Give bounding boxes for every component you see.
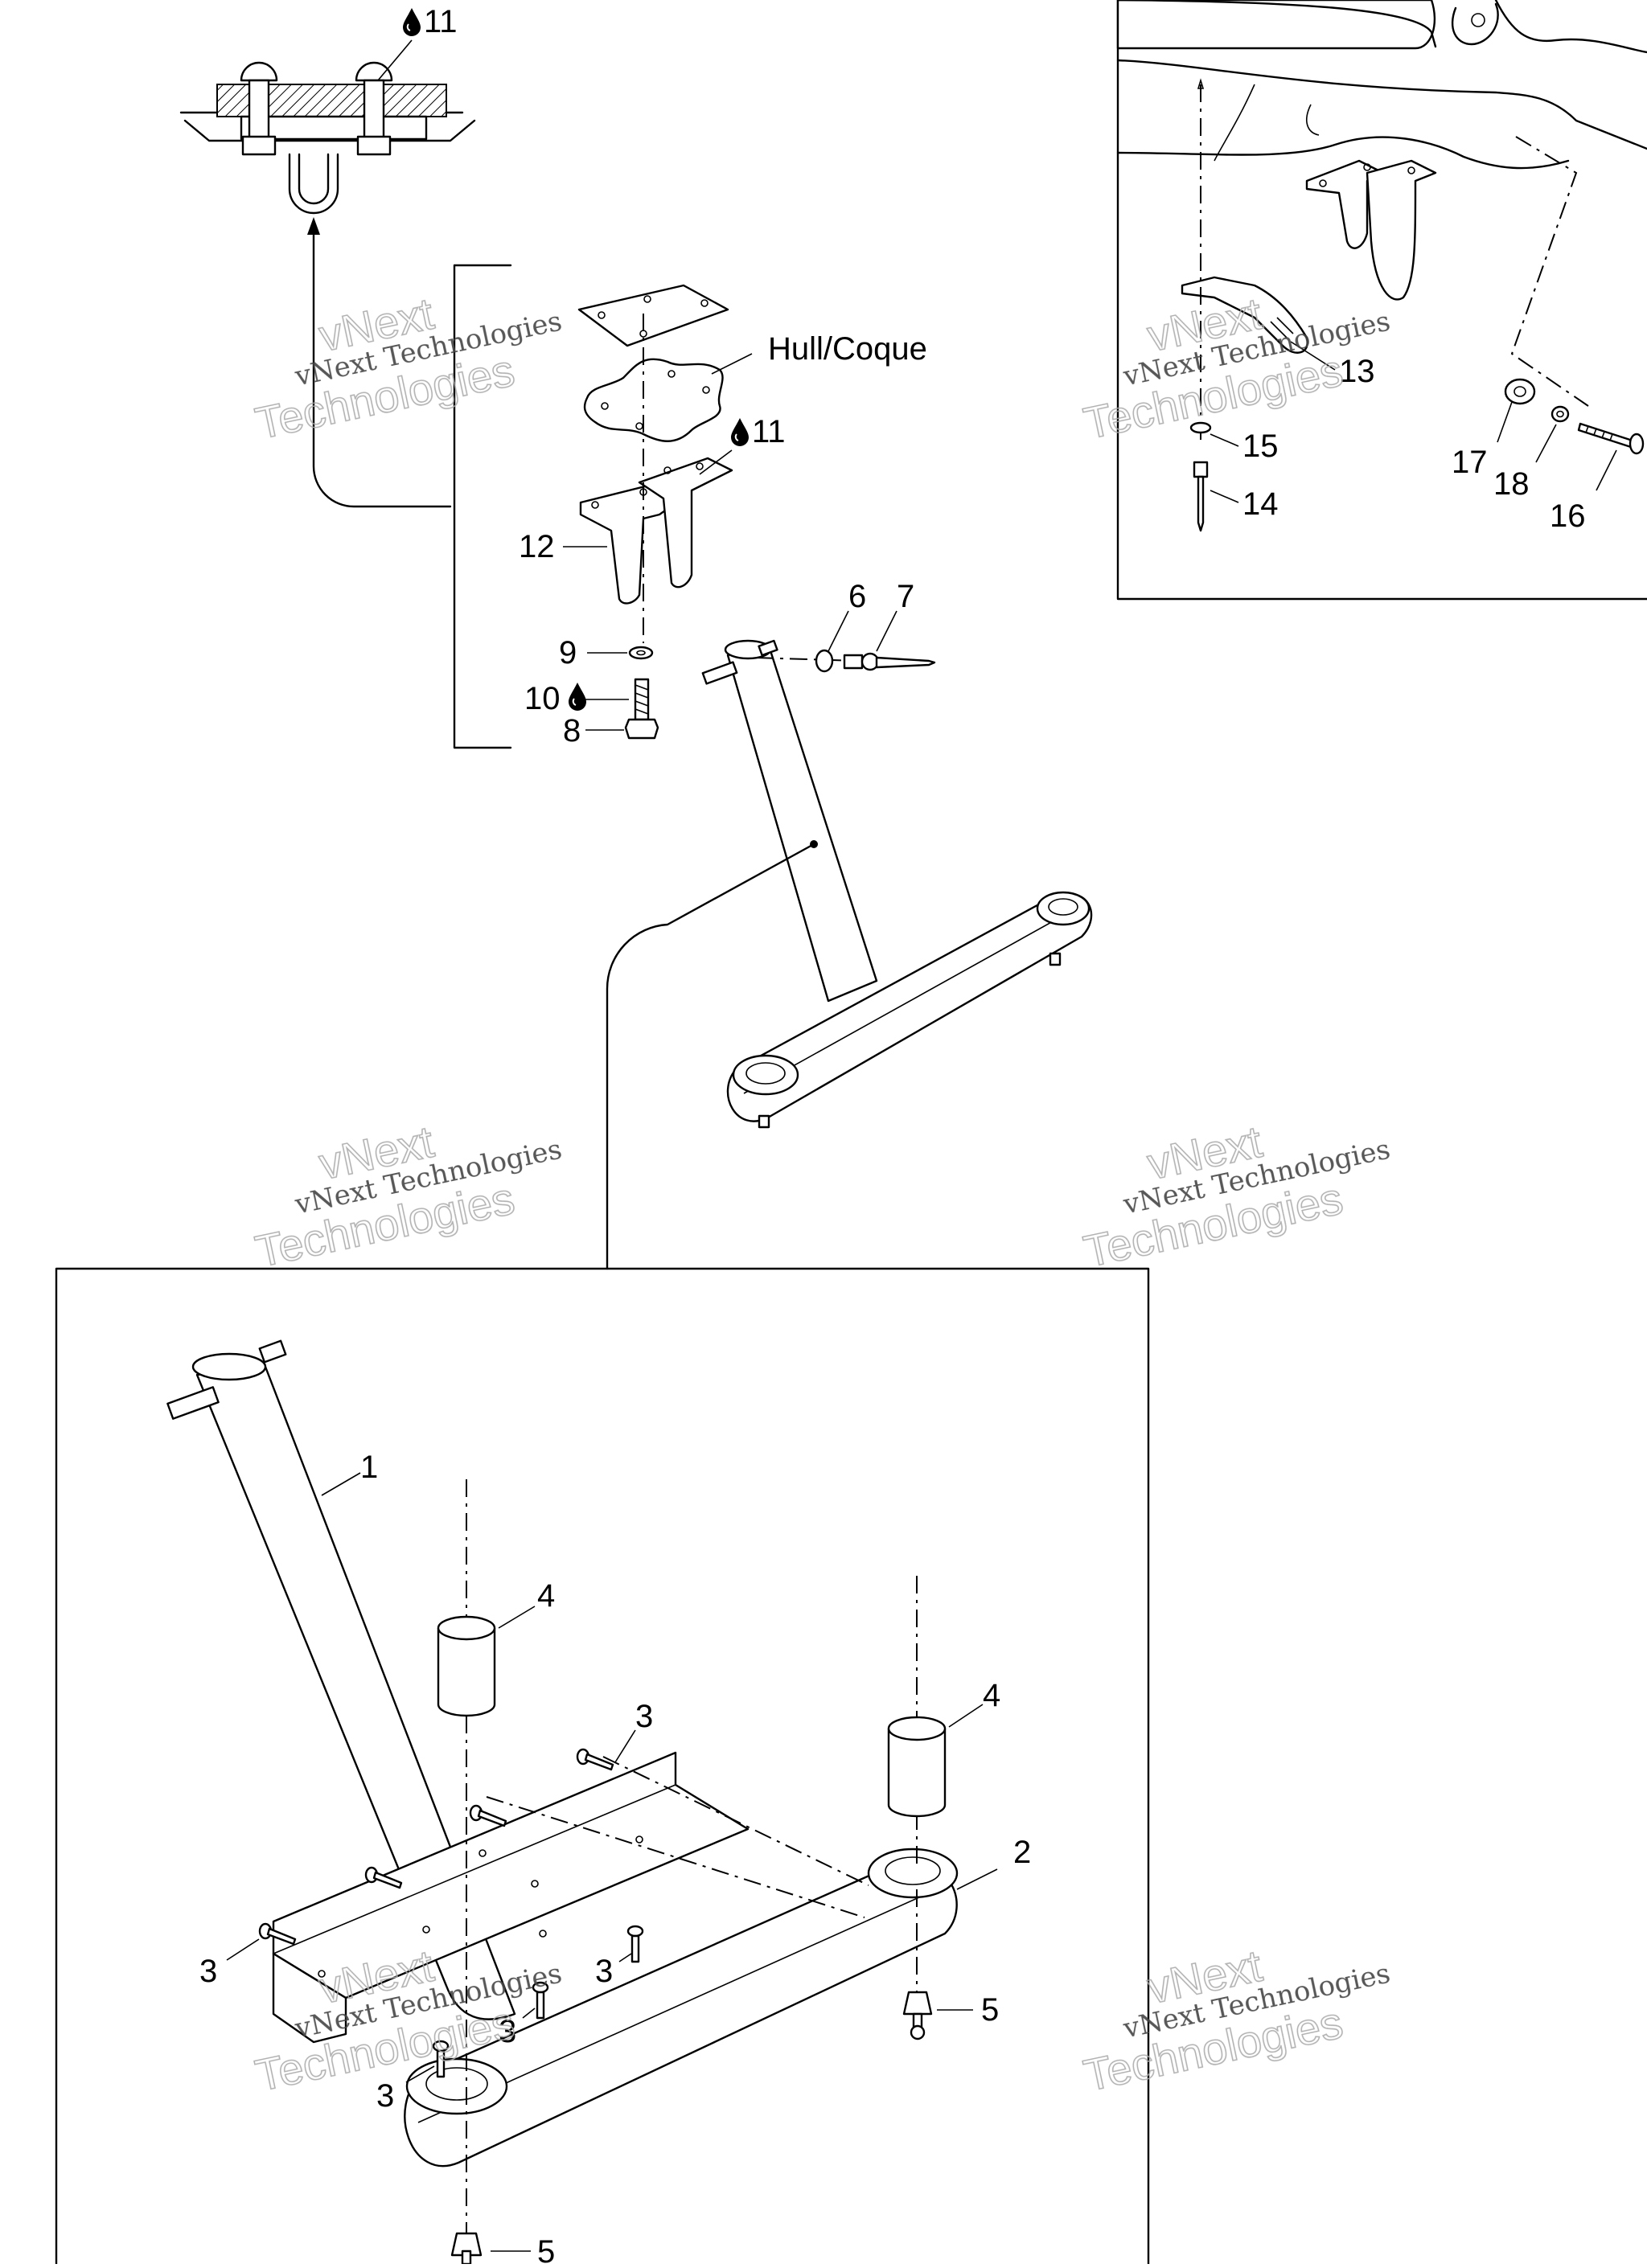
label-12: 12 [519,529,555,564]
label-3-a: 3 [635,1699,653,1734]
detail-arrow [307,217,512,749]
watermark-1: vNext Technologies vNext Technologies [250,287,565,449]
drop-icon [402,7,421,37]
label-2: 2 [1013,1835,1031,1870]
bolt-right [355,61,393,156]
section-detail: 11 [179,4,476,215]
drop-icon-2 [730,417,750,447]
screw-7 [432,2040,450,2078]
label-15: 15 [1242,429,1279,464]
bolt-left [240,61,278,156]
screw-3 [364,1866,403,1889]
label-3-b: 3 [199,1954,217,1989]
label-7: 7 [897,579,914,614]
screw-2 [469,1804,507,1827]
label-11-top: 11 [424,4,458,39]
label-4-right: 4 [983,1678,1000,1713]
label-9: 9 [559,635,577,671]
label-3-c: 3 [595,1954,613,1989]
label-13: 13 [1339,354,1375,389]
screw-4 [258,1922,297,1946]
label-4-left: 4 [537,1578,555,1614]
label-3-e: 3 [376,2078,394,2114]
label-6: 6 [848,579,866,614]
label-18: 18 [1493,466,1530,502]
hull-label: Hull/Coque [768,331,927,367]
foot-right [902,1991,933,2040]
inset-detail: 13 15 14 17 18 16 [1116,0,1647,601]
watermark-6: vNext Technologies vNext Technologies [1078,1939,1393,2102]
pad-left [437,1615,496,1717]
label-11: 11 [752,414,786,449]
watermark-3: vNext Technologies vNext Technologies [250,1115,565,1278]
watermark-4: vNext Technologies vNext Technologies [1078,1115,1393,1278]
screw-1 [576,1748,614,1771]
main-detail-box: 1 2 4 4 [55,1267,1150,2268]
label-10: 10 [524,681,561,716]
label-5-left: 5 [537,2234,555,2264]
screw-5 [626,1925,644,1963]
label-1: 1 [360,1450,378,1485]
screw-6 [532,1981,549,2020]
label-14: 14 [1242,486,1279,522]
foot-left [450,2232,483,2266]
label-5-right: 5 [981,1992,999,2028]
hull-bracket-assembly: Hull/Coque 12 11 9 10 8 [519,284,927,748]
label-17: 17 [1452,445,1488,480]
label-8: 8 [563,713,581,748]
label-3-d: 3 [499,2014,516,2049]
label-16: 16 [1550,498,1586,534]
pad-right [887,1716,947,1818]
drop-icon-3 [568,682,587,712]
step-assembly-small: 6 7 [606,579,1093,1270]
